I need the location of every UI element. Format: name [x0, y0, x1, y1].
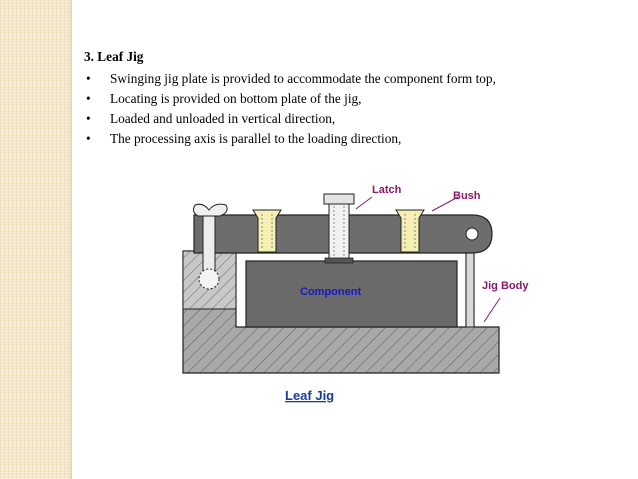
bullet-text: Locating is provided on bottom plate of … [110, 91, 362, 106]
bullet-text: Loaded and unloaded in vertical directio… [110, 111, 336, 126]
bush-left [252, 209, 282, 253]
bullet-marker: • [86, 91, 91, 106]
hinge-pin-hole [465, 227, 479, 241]
wing-nut [193, 203, 228, 217]
component-label: Component [300, 286, 361, 298]
bullet-marker: • [86, 131, 91, 146]
slide-text: 3. Leaf Jig • Swinging jig plate is provi… [84, 47, 496, 149]
decorative-side-strip [0, 0, 70, 479]
slide-heading: 3. Leaf Jig [84, 49, 144, 64]
jig-body-post [465, 250, 475, 328]
latch-label: Latch [372, 184, 402, 196]
component-block [245, 260, 458, 328]
bullet-marker: • [86, 111, 91, 126]
bush-label: Bush [453, 190, 481, 202]
jig-body-leader [483, 297, 501, 323]
hinge-bolt [202, 212, 216, 274]
bullet-text: Swinging jig plate is provided to accomm… [110, 71, 496, 86]
jig-body-label: Jig Body [482, 280, 529, 292]
bullet-item: • Swinging jig plate is provided to accom… [84, 69, 496, 89]
bullet-item: • The processing axis is parallel to the … [84, 129, 496, 149]
bullet-marker: • [86, 71, 91, 86]
bullet-item: • Locating is provided on bottom plate of… [84, 89, 496, 109]
hinge-eye [198, 268, 220, 290]
diagram-caption: Leaf Jig [285, 388, 334, 403]
bullet-item: • Loaded and unloaded in vertical directi… [84, 109, 496, 129]
bush-right [395, 209, 425, 253]
bush-leader [431, 196, 459, 212]
side-strip-border [70, 0, 72, 479]
latch-screw [323, 193, 355, 264]
bullet-list: • Swinging jig plate is provided to accom… [84, 69, 496, 149]
latch-leader [355, 196, 373, 210]
bullet-text: The processing axis is parallel to the l… [110, 131, 402, 146]
